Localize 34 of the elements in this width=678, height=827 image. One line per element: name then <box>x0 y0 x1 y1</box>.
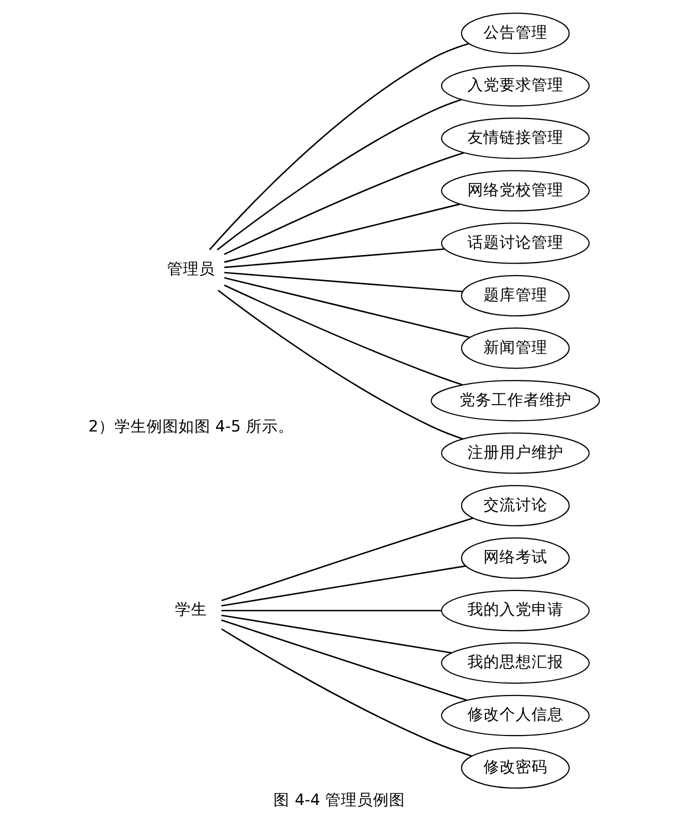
node-ellipse: 修改密码 <box>460 747 570 789</box>
connector <box>220 628 472 757</box>
node-ellipse: 题库管理 <box>460 275 570 316</box>
connector <box>220 610 441 612</box>
label: 2）学生例图如图 4-5 所示。 <box>88 416 294 436</box>
connector <box>223 152 464 256</box>
connector <box>216 98 462 250</box>
node-text: 学生 <box>174 600 207 619</box>
connector <box>220 517 473 602</box>
connector <box>217 290 463 440</box>
connector <box>208 42 469 250</box>
connector <box>223 284 462 386</box>
node-ellipse: 交流讨论 <box>460 484 570 526</box>
node-ellipse: 友情链接管理 <box>440 118 590 159</box>
connector <box>224 248 444 268</box>
connector <box>220 619 467 701</box>
node-ellipse: 我的入党申请 <box>440 590 590 632</box>
caption: 图 4-4 管理员例图 <box>273 790 405 810</box>
node-ellipse: 话题讨论管理 <box>440 222 590 264</box>
node-ellipse: 我的思想汇报 <box>440 642 590 684</box>
connector <box>220 614 452 654</box>
connector <box>220 565 466 607</box>
node-text: 管理员 <box>166 259 215 278</box>
connector <box>224 272 462 292</box>
connector <box>224 203 460 263</box>
node-ellipse: 注册用户维护 <box>440 432 590 474</box>
node-ellipse: 入党要求管理 <box>440 65 590 106</box>
node-ellipse: 党务工作者维护 <box>430 380 600 422</box>
node-ellipse: 新闻管理 <box>460 328 570 369</box>
connector <box>224 277 470 338</box>
node-ellipse: 网络考试 <box>460 537 570 579</box>
node-ellipse: 公告管理 <box>460 12 570 54</box>
node-ellipse: 网络党校管理 <box>440 170 590 212</box>
node-ellipse: 修改个人信息 <box>440 694 590 736</box>
